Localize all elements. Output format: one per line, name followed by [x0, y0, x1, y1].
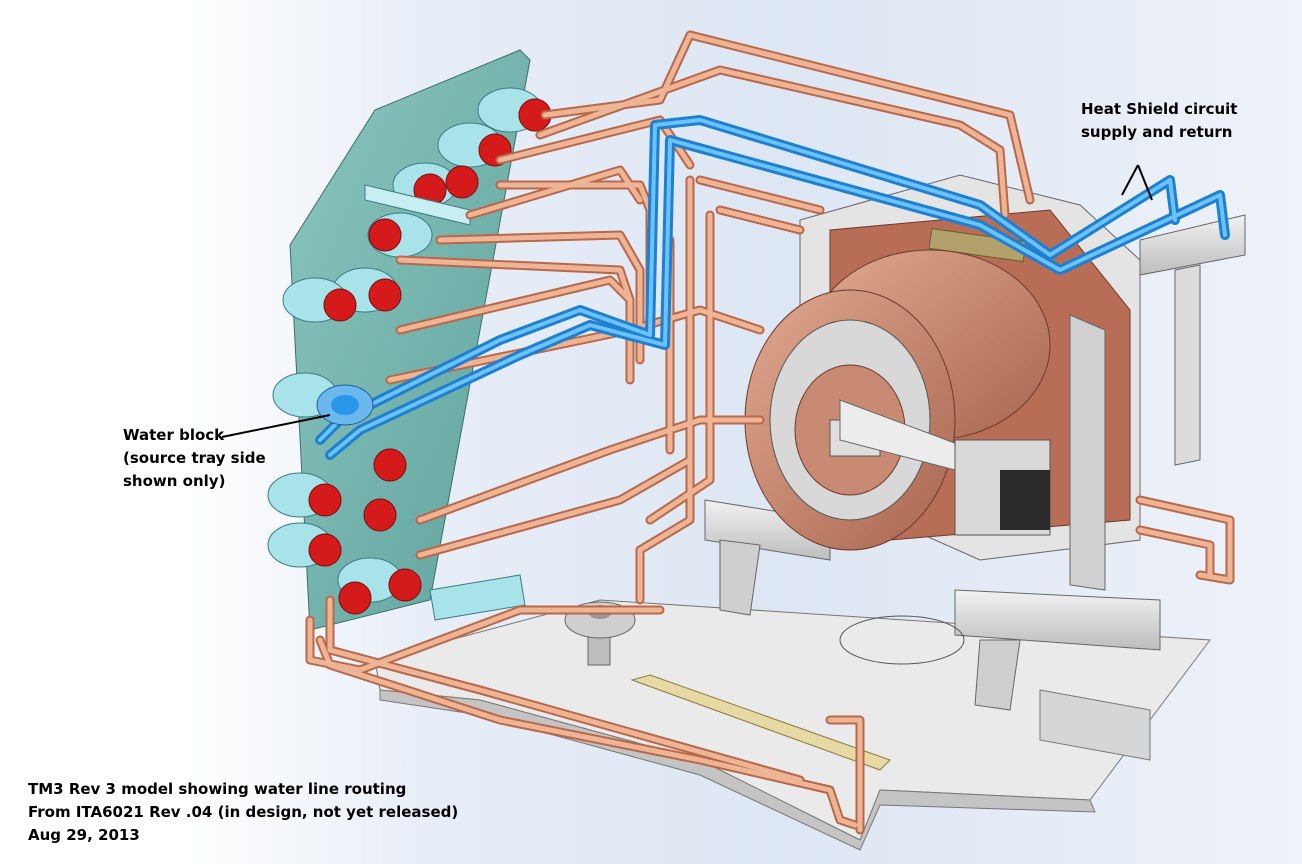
source-flange	[744, 249, 1106, 591]
manifold-fittings	[267, 87, 552, 621]
heat-shield-label: Heat Shield circuit supply and return	[1081, 98, 1237, 144]
water-block-label-line2: (source tray side	[123, 449, 266, 467]
leader-lines	[221, 164, 1153, 438]
water-block-label: Water block (source tray side shown only…	[123, 424, 266, 493]
caption-line1: TM3 Rev 3 model showing water line routi…	[28, 780, 407, 798]
water-block	[316, 384, 374, 426]
caption-line2: From ITA6021 Rev .04 (in design, not yet…	[28, 803, 459, 821]
water-block-label-line3: shown only)	[123, 472, 226, 490]
heat-shield-label-line2: supply and return	[1081, 123, 1233, 141]
heat-shield-label-line1: Heat Shield circuit	[1081, 100, 1238, 118]
brass-strap	[630, 674, 891, 771]
water-block-label-line1: Water block	[123, 426, 225, 444]
caption-line3: Aug 29, 2013	[28, 826, 140, 844]
footprint-ellipse	[839, 615, 965, 665]
figure-caption: TM3 Rev 3 model showing water line routi…	[28, 778, 458, 847]
